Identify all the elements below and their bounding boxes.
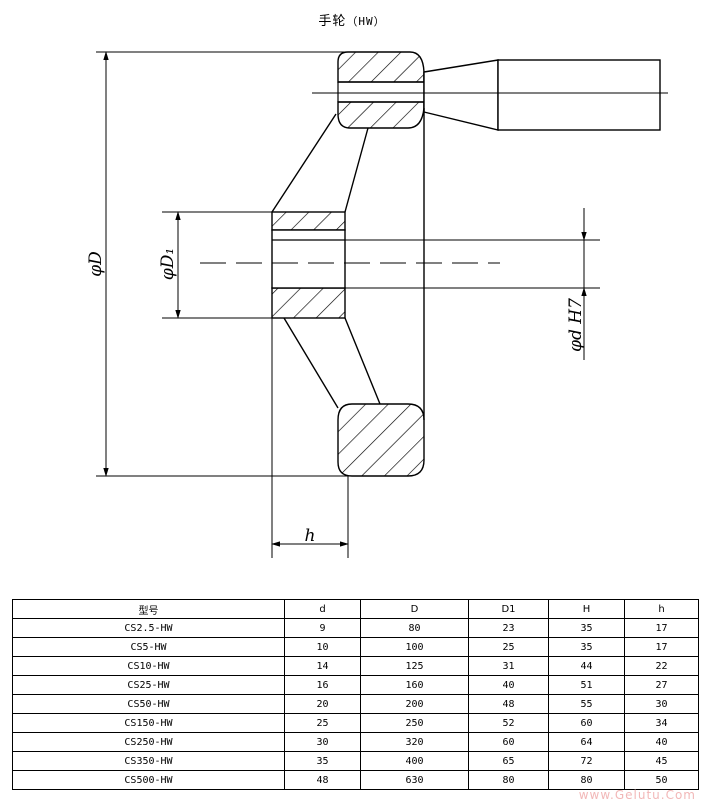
cell-model: CS500-HW	[12, 770, 285, 790]
table-row: CS250-HW 30 320 60 64 40	[12, 732, 699, 752]
table-header-row: 型号 d D D1 H h	[12, 599, 699, 619]
cell-D1: 40	[468, 675, 549, 695]
cell-D1: 60	[468, 732, 549, 752]
cell-h: 40	[624, 732, 699, 752]
watermark: www.Gelutu.Com	[578, 788, 696, 802]
cell-H: 44	[548, 656, 625, 676]
cell-h: 27	[624, 675, 699, 695]
cell-d: 35	[284, 751, 361, 771]
cell-d: 25	[284, 713, 361, 733]
rim-top-section	[337, 51, 425, 129]
table-row: CS50-HW 20 200 48 55 30	[12, 694, 699, 714]
title-main: 手轮	[318, 14, 347, 29]
cell-H: 80	[548, 770, 625, 790]
cell-H: 72	[548, 751, 625, 771]
dim-D1	[162, 211, 272, 319]
label-D1: φD₁	[158, 248, 178, 280]
rim-bottom-section	[337, 403, 425, 477]
cell-h: 17	[624, 637, 699, 657]
cell-d: 30	[284, 732, 361, 752]
cell-D1: 23	[468, 618, 549, 638]
cell-D1: 52	[468, 713, 549, 733]
cell-D: 80	[360, 618, 469, 638]
cell-model: CS5-HW	[12, 637, 285, 657]
drawing-title: 手轮（HW）	[0, 10, 704, 29]
cell-d: 14	[284, 656, 361, 676]
col-header-model: 型号	[12, 599, 285, 619]
cell-model: CS50-HW	[12, 694, 285, 714]
cell-D1: 48	[468, 694, 549, 714]
cell-d: 10	[284, 637, 361, 657]
cell-D1: 25	[468, 637, 549, 657]
spokes	[271, 113, 381, 409]
table-row: CS350-HW 35 400 65 72 45	[12, 751, 699, 771]
cell-h: 22	[624, 656, 699, 676]
cell-model: CS25-HW	[12, 675, 285, 695]
cell-model: CS150-HW	[12, 713, 285, 733]
table-row: CS150-HW 25 250 52 60 34	[12, 713, 699, 733]
cell-H: 60	[548, 713, 625, 733]
cell-D: 100	[360, 637, 469, 657]
cell-H: 64	[548, 732, 625, 752]
cell-D: 160	[360, 675, 469, 695]
col-header-D: D	[360, 599, 469, 619]
cell-H: 35	[548, 637, 625, 657]
grip-handle	[312, 59, 668, 131]
label-dH7: φd H7	[566, 298, 586, 352]
label-h: h	[305, 526, 316, 546]
cell-H: 35	[548, 618, 625, 638]
cell-D: 630	[360, 770, 469, 790]
dim-dH7	[345, 208, 600, 360]
title-sub: （HW）	[346, 15, 386, 28]
table-row: CS500-HW 48 630 80 80 50	[12, 770, 699, 790]
cell-D: 400	[360, 751, 469, 771]
hub-section	[271, 211, 346, 319]
table-row: CS5-HW 10 100 25 35 17	[12, 637, 699, 657]
cell-D: 320	[360, 732, 469, 752]
cell-D: 250	[360, 713, 469, 733]
cell-h: 50	[624, 770, 699, 790]
cell-d: 9	[284, 618, 361, 638]
cell-model: CS2.5-HW	[12, 618, 285, 638]
cell-H: 55	[548, 694, 625, 714]
spec-table: 型号 d D D1 H h CS2.5-HW 9 80 23 35 17 CS5…	[12, 599, 699, 790]
cell-D1: 80	[468, 770, 549, 790]
cell-D: 200	[360, 694, 469, 714]
cell-model: CS350-HW	[12, 751, 285, 771]
col-header-h: h	[624, 599, 699, 619]
table-row: CS25-HW 16 160 40 51 27	[12, 675, 699, 695]
cell-h: 34	[624, 713, 699, 733]
cell-D1: 65	[468, 751, 549, 771]
label-D: φD	[86, 251, 106, 277]
dim-D	[96, 51, 352, 477]
col-header-D1: D1	[468, 599, 549, 619]
handwheel-drawing: φD φD₁ φd H7 h	[86, 51, 668, 558]
col-header-d: d	[284, 599, 361, 619]
table-row: CS10-HW 14 125 31 44 22	[12, 656, 699, 676]
cell-h: 45	[624, 751, 699, 771]
cell-H: 51	[548, 675, 625, 695]
cell-D: 125	[360, 656, 469, 676]
cell-model: CS250-HW	[12, 732, 285, 752]
table-row: CS2.5-HW 9 80 23 35 17	[12, 618, 699, 638]
cell-model: CS10-HW	[12, 656, 285, 676]
cell-h: 30	[624, 694, 699, 714]
cell-h: 17	[624, 618, 699, 638]
dim-h	[271, 318, 349, 558]
cell-D1: 31	[468, 656, 549, 676]
cell-d: 20	[284, 694, 361, 714]
cell-d: 16	[284, 675, 361, 695]
cell-d: 48	[284, 770, 361, 790]
col-header-H: H	[548, 599, 625, 619]
